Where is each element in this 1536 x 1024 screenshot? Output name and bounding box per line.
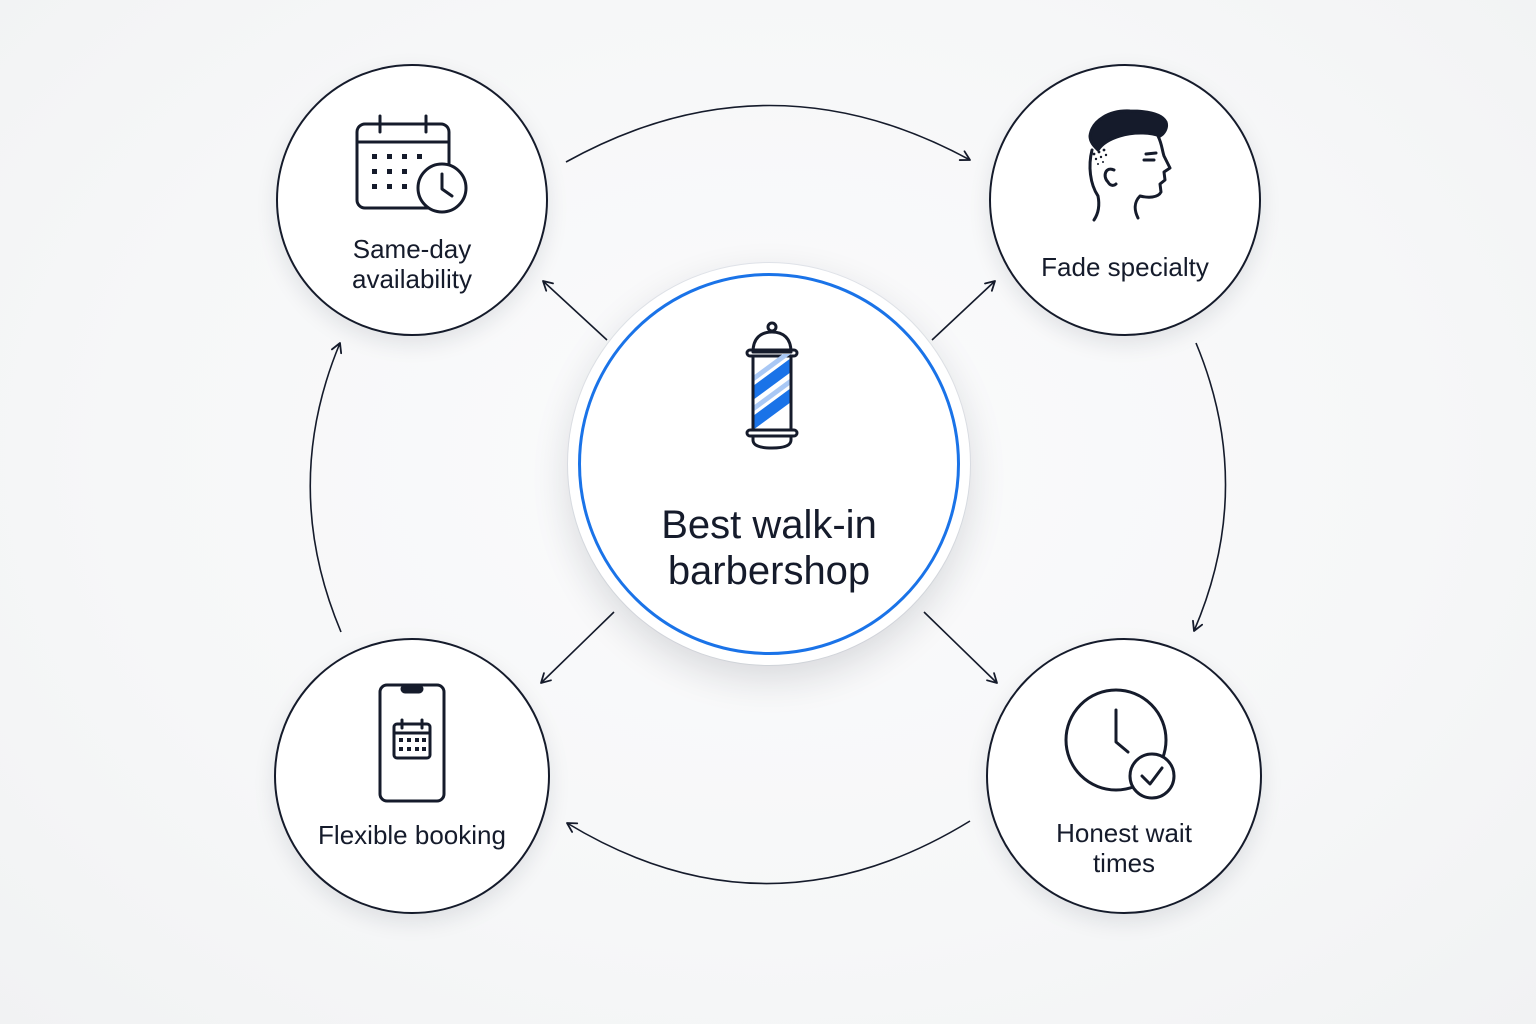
node-label: Fade specialty [1041, 252, 1209, 282]
node-flexible-booking: Flexible booking [274, 638, 550, 914]
spoke-arrow-bottom-right [923, 611, 998, 684]
phone-calendar-icon [376, 682, 448, 804]
node-label: Same-day availability [352, 234, 472, 294]
calendar-clock-icon [352, 112, 472, 218]
cycle-arrow-right [1192, 342, 1227, 632]
node-same-day-availability: Same-day availability [276, 64, 548, 336]
clock-check-icon [1064, 686, 1184, 802]
cycle-arrow-left [309, 342, 343, 633]
cycle-arrow-bottom [566, 820, 971, 885]
spoke-arrow-top-right [931, 280, 996, 341]
center-hub-ring: Best walk-in barbershop [578, 273, 960, 655]
node-honest-wait-times: Honest wait times [986, 638, 1262, 914]
barber-pole-icon [741, 320, 803, 450]
node-label: Flexible booking [318, 820, 506, 850]
fade-haircut-head-icon [1070, 106, 1180, 226]
spoke-arrow-top-left [542, 280, 608, 341]
cycle-arrow-top [565, 104, 971, 163]
center-hub: Best walk-in barbershop [568, 263, 970, 665]
center-title: Best walk-in barbershop [661, 503, 877, 593]
spoke-arrow-bottom-left [540, 611, 615, 684]
node-fade-specialty: Fade specialty [989, 64, 1261, 336]
node-label: Honest wait times [1056, 818, 1192, 878]
